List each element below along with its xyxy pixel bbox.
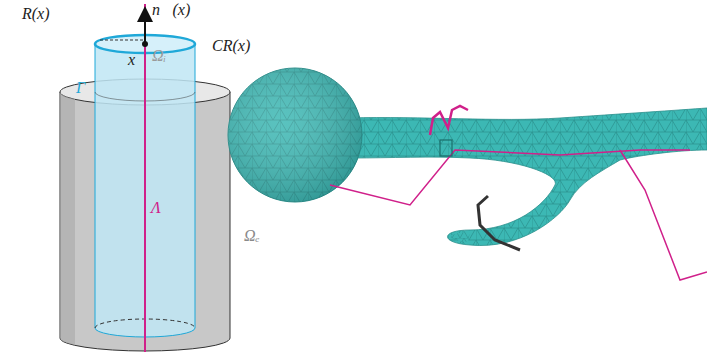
point-label: x bbox=[128, 52, 135, 68]
radius-label: R(x) bbox=[22, 6, 50, 22]
domain-label: Ωₑ bbox=[244, 228, 260, 244]
normal-label: n⃗(x) bbox=[152, 2, 190, 18]
domain-label: Ωᵢ bbox=[152, 48, 166, 64]
centerline-label: Λ bbox=[151, 200, 161, 216]
surface-label: Γ bbox=[76, 80, 85, 96]
circle-label: CR(x) bbox=[212, 38, 250, 54]
